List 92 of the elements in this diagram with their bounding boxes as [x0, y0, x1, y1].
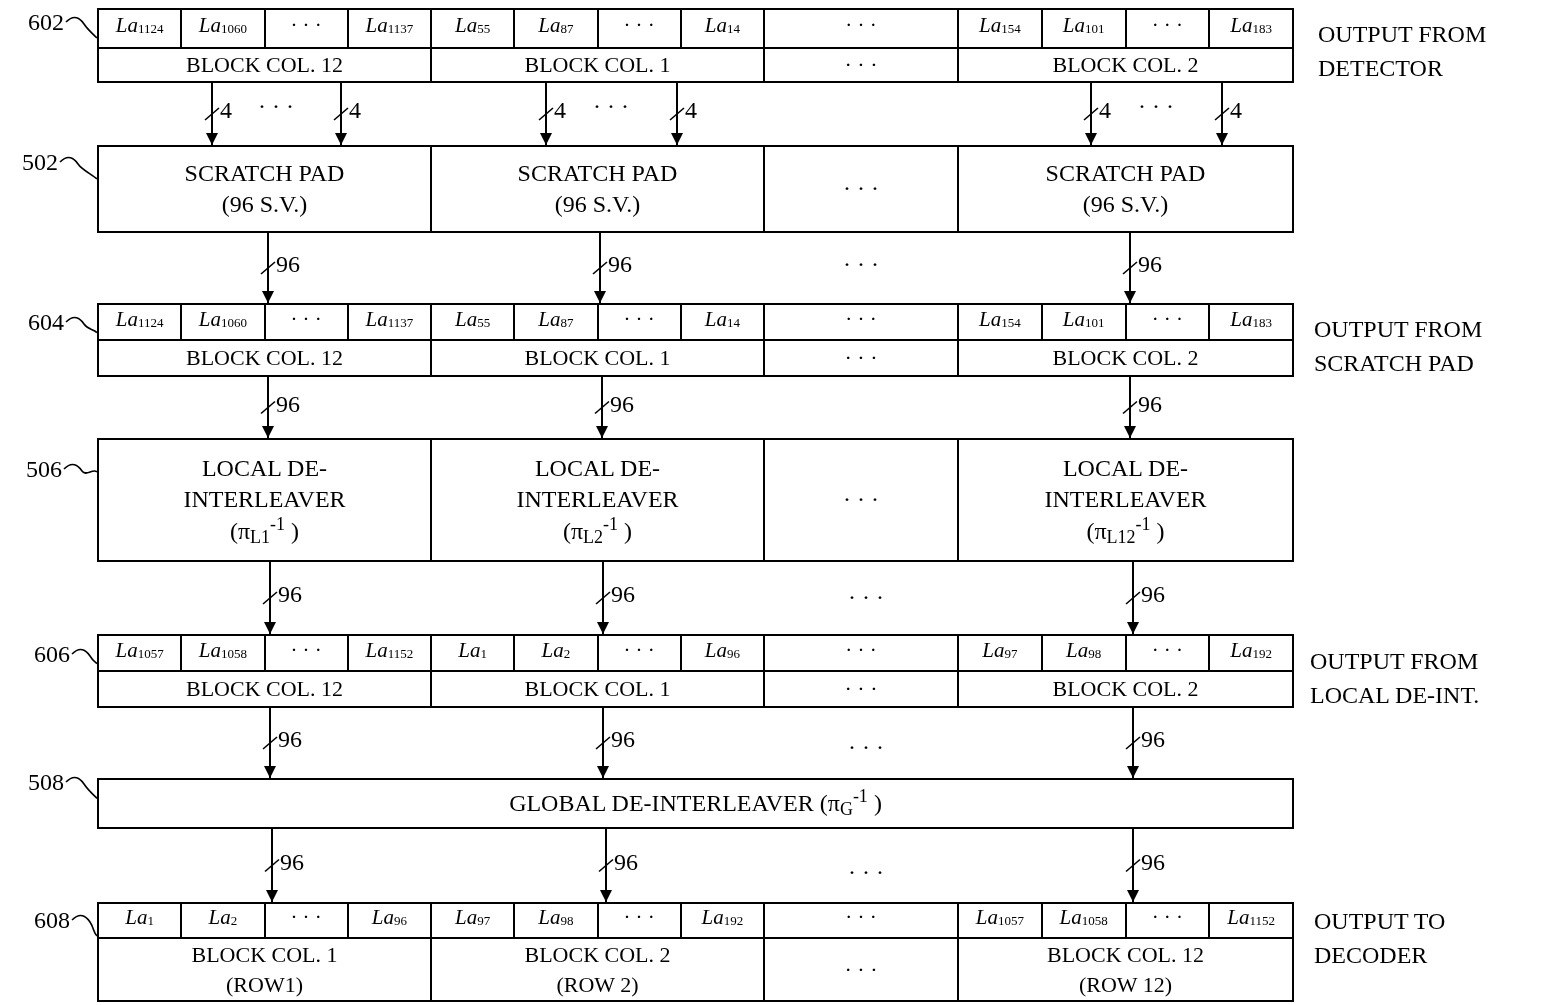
- data-block: [430, 902, 765, 1002]
- llr-cell: · · ·: [598, 904, 682, 937]
- block-label: BLOCK COL. 1: [524, 344, 671, 373]
- block-label: (π$_{L2}$$^{-1}$ ): [562, 515, 633, 547]
- data-block: [763, 303, 959, 377]
- leader-line: [65, 316, 98, 334]
- llr-cell: · · ·: [598, 10, 682, 47]
- data-block: [97, 303, 432, 377]
- llr-cell: · · ·: [265, 10, 349, 47]
- block-label: · · ·: [844, 955, 878, 984]
- data-block: [430, 634, 765, 708]
- block-label: BLOCK COL. 2: [1052, 344, 1199, 373]
- leader-line: [71, 648, 98, 665]
- block-label: · · ·: [844, 344, 878, 373]
- llr-cell: · · ·: [1126, 10, 1211, 47]
- block-label: SCRATCH PAD (96 S.V.): [183, 158, 346, 219]
- block-label: GLOBAL DE-INTERLEAVER (π$_{G}$$^{-1}$ ): [509, 787, 882, 820]
- data-block: [957, 8, 1294, 83]
- block-label: BLOCK COL. 2: [1052, 675, 1199, 704]
- block-label: BLOCK COL. 2 (ROW 2): [523, 940, 672, 999]
- reference-numeral: 608: [18, 906, 70, 934]
- block-label: BLOCK COL. 1 (ROW1): [190, 940, 339, 999]
- leader-line: [59, 156, 98, 180]
- data-block: [957, 303, 1294, 377]
- process-block: [763, 438, 959, 562]
- row-caption: OUTPUT FROM LOCAL DE-INT.: [1310, 647, 1481, 710]
- ellipsis: · · ·: [848, 735, 884, 759]
- block-label: SCRATCH PAD (96 S.V.): [1044, 158, 1207, 219]
- process-block: [430, 438, 765, 562]
- llr-cell: · · ·: [265, 305, 349, 339]
- data-block: [763, 8, 959, 83]
- llr-cell-text: · · ·: [844, 305, 878, 333]
- data-block: [97, 634, 432, 708]
- block-label: BLOCK COL. 12 (ROW 12): [1045, 940, 1206, 999]
- reference-numeral: 606: [18, 640, 70, 668]
- ellipsis: · · ·: [848, 860, 884, 884]
- block-label: LOCAL DE-INTERLEAVER: [182, 454, 347, 515]
- ellipsis: · · ·: [848, 585, 884, 609]
- row-caption: OUTPUT FROM DETECTOR: [1318, 20, 1488, 83]
- llr-cell-text: · · ·: [844, 904, 878, 931]
- llr-cell: · · ·: [265, 904, 349, 937]
- data-block: [957, 902, 1294, 1002]
- process-block: [430, 145, 765, 233]
- ellipsis: · · ·: [843, 252, 879, 276]
- llr-cell: · · ·: [1126, 305, 1211, 339]
- data-block: [957, 634, 1294, 708]
- block-label: BLOCK COL. 12: [185, 675, 344, 704]
- row-caption: OUTPUT TO DECODER: [1314, 907, 1447, 970]
- leader-line: [63, 463, 98, 474]
- block-label: BLOCK COL. 12: [185, 344, 344, 373]
- block-label: SCRATCH PAD (96 S.V.): [516, 158, 679, 219]
- process-block: [957, 145, 1294, 233]
- reference-numeral: 508: [12, 768, 64, 796]
- leader-line: [71, 914, 98, 937]
- block-label: BLOCK COL. 1: [524, 675, 671, 704]
- block-label: (π$_{L12}$$^{-1}$ ): [1086, 515, 1165, 547]
- process-block: [97, 778, 1294, 829]
- row-caption: OUTPUT FROM SCRATCH PAD: [1314, 315, 1484, 378]
- llr-cell-text: · · ·: [844, 12, 878, 39]
- reference-numeral: 502: [6, 148, 58, 176]
- data-block: [97, 902, 432, 1002]
- llr-cell: · · ·: [1126, 904, 1211, 937]
- reference-numeral: 604: [12, 308, 64, 336]
- block-label: BLOCK COL. 1: [524, 51, 671, 80]
- llr-cell: · · ·: [1126, 636, 1211, 670]
- block-label: LOCAL DE-INTERLEAVER: [1043, 454, 1208, 515]
- block-label: LOCAL DE-INTERLEAVER: [515, 454, 680, 515]
- process-block: [97, 145, 432, 233]
- llr-cell: · · ·: [598, 636, 682, 670]
- ellipsis: · · ·: [1138, 94, 1174, 118]
- process-block: [957, 438, 1294, 562]
- block-label: · · ·: [844, 675, 878, 704]
- llr-cell-text: · · ·: [844, 636, 878, 664]
- llr-cell: · · ·: [598, 305, 682, 339]
- block-label: BLOCK COL. 2: [1052, 51, 1199, 80]
- llr-cell: · · ·: [265, 636, 349, 670]
- process-block: [763, 145, 959, 233]
- process-block: [97, 438, 432, 562]
- block-label: BLOCK COL. 12: [185, 51, 344, 80]
- block-label: · · ·: [843, 174, 879, 204]
- data-block: [430, 303, 765, 377]
- data-block: [763, 902, 959, 1002]
- data-block: [430, 8, 765, 83]
- data-block: [763, 634, 959, 708]
- block-label: (π$_{L1}$$^{-1}$ ): [229, 515, 300, 547]
- block-label: · · ·: [843, 485, 879, 515]
- ellipsis: · · ·: [258, 94, 294, 118]
- ellipsis: · · ·: [593, 94, 629, 118]
- data-block: [97, 8, 432, 83]
- reference-numeral: 602: [12, 8, 64, 36]
- reference-numeral: 506: [10, 455, 62, 483]
- block-label: · · ·: [844, 51, 878, 80]
